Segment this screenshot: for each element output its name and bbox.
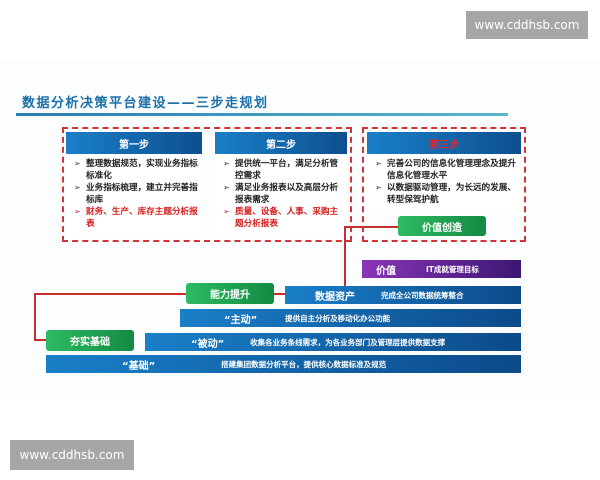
title-underline — [16, 113, 508, 116]
layer-key: “被动” — [191, 338, 225, 350]
layer-desc: 完成全公司数据统筹整合 — [381, 290, 464, 300]
watermark-top: www.cddhsb.com — [466, 11, 588, 39]
layer-key: “基础” — [122, 360, 156, 372]
page-title: 数据分析决策平台建设——三步走规划 — [22, 96, 269, 111]
watermark-bottom: www.cddhsb.com — [10, 440, 134, 470]
bullet: 完善公司的信息化管理理念及提升信息化管理水平 — [375, 158, 519, 182]
step-card-2: 第二步 提供统一平台，满足分析管控需求 满足业务报表以及高层分析报表需求 质量、… — [215, 132, 347, 238]
step-3-bullets: 完善公司的信息化管理理念及提升信息化管理水平 以数据驱动管理，为长远的发展、转型… — [367, 154, 521, 206]
stage-capability: 能力提升 — [186, 283, 274, 304]
step-3-header: 第三步 — [367, 132, 521, 154]
bullet: 业务指标梳理，建立并完善指标库 — [74, 182, 200, 206]
connector-line — [34, 293, 186, 295]
dashed-group-steps-1-2 — [62, 127, 352, 242]
layer-key: “主动” — [224, 314, 258, 326]
layer-passive: “被动” 收集各业务条线需求，为各业务部门及管理层提供数据支撑 — [145, 333, 521, 351]
bullet: 以数据驱动管理，为长远的发展、转型保驾护航 — [375, 182, 519, 206]
bullet: 整理数据规范，实现业务指标标准化 — [74, 158, 200, 182]
bullet-highlight: 质量、设备、人事、采购主题分析报表 — [223, 206, 345, 230]
connector-line — [344, 226, 346, 294]
bullet: 提供统一平台，满足分析管控需求 — [223, 158, 345, 182]
layer-desc: 提供自主分析及移动化办公功能 — [285, 313, 391, 323]
layer-desc: 搭建集团数据分析平台，提供核心数据标准及规范 — [221, 359, 387, 369]
layer-key: 价值 — [376, 265, 396, 277]
layer-key: 数据资产 — [315, 291, 355, 303]
layer-foundation: “基础” 搭建集团数据分析平台，提供核心数据标准及规范 — [46, 355, 521, 373]
layer-desc: 收集各业务条线需求，为各业务部门及管理层提供数据支撑 — [250, 337, 446, 347]
bullet: 满足业务报表以及高层分析报表需求 — [223, 182, 345, 206]
step-1-header: 第一步 — [66, 132, 202, 154]
step-card-3: 第三步 完善公司的信息化管理理念及提升信息化管理水平 以数据驱动管理，为长远的发… — [367, 132, 521, 210]
stage-value-creation: 价值创造 — [398, 216, 486, 236]
step-card-1: 第一步 整理数据规范，实现业务指标标准化 业务指标梳理，建立并完善指标库 财务、… — [66, 132, 202, 238]
stage-foundation: 夯实基础 — [46, 330, 134, 351]
connector-line — [34, 339, 48, 341]
step-2-bullets: 提供统一平台，满足分析管控需求 满足业务报表以及高层分析报表需求 质量、设备、人… — [215, 154, 347, 230]
connector-line — [344, 226, 398, 228]
layer-data-assets: 数据资产 完成全公司数据统筹整合 — [285, 286, 521, 304]
step-2-header: 第二步 — [215, 132, 347, 154]
connector-line — [34, 293, 36, 340]
dashed-group-step-3 — [362, 127, 526, 242]
bullet-highlight: 财务、生产、库存主题分析报表 — [74, 206, 200, 230]
layer-desc: IT成就管理目标 — [426, 264, 479, 274]
layer-active: “主动” 提供自主分析及移动化办公功能 — [180, 309, 521, 327]
layer-value: 价值 IT成就管理目标 — [362, 260, 521, 278]
step-1-bullets: 整理数据规范，实现业务指标标准化 业务指标梳理，建立并完善指标库 财务、生产、库… — [66, 154, 202, 230]
